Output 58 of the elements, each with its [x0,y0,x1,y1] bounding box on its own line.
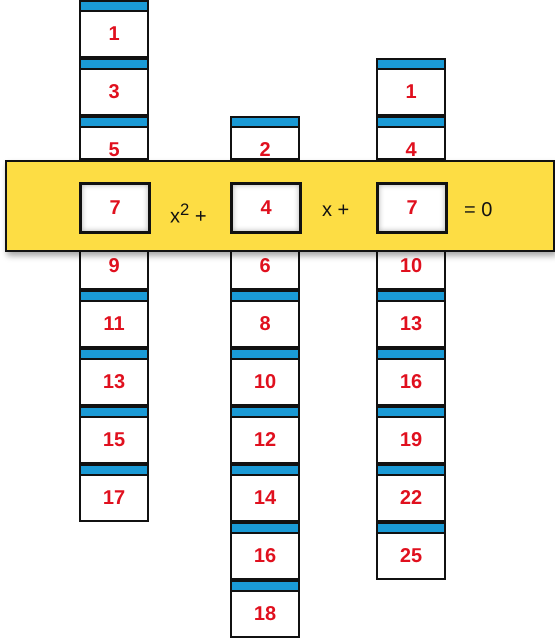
strip-cell [79,406,149,464]
strip-cell [376,522,446,580]
answer-window [79,182,151,234]
equation-text: x + [322,198,350,222]
number-label: 19 [398,428,424,452]
equation-text: x$^{2}$ + [170,199,207,229]
number-label: 7 [405,196,419,220]
strip-cell [230,348,300,406]
strip-cell [376,252,446,290]
number-label: 10 [252,370,278,394]
number-label: 4 [259,196,273,220]
number-label: 8 [258,312,272,336]
strip-cell [376,406,446,464]
number-label: 14 [252,486,278,510]
number-label: 5 [107,138,121,162]
number-label: 9 [107,254,121,278]
strip-cell [79,116,149,160]
number-label: 4 [404,138,418,162]
equation-band [5,160,555,252]
number-label: 1 [404,80,418,104]
number-label: 1 [107,22,121,46]
answer-window [230,182,302,234]
strip-cell [376,348,446,406]
number-label: 2 [258,138,272,162]
number-label: 25 [398,544,424,568]
number-label: 3 [107,80,121,104]
answer-window [376,182,448,234]
number-label: 13 [102,370,126,394]
strip-cell [79,348,149,406]
number-label: 7 [108,196,122,220]
strip-cell [230,116,300,160]
number-label: 15 [102,428,126,452]
strip-cell [376,464,446,522]
number-label: 6 [258,254,272,278]
number-label: 17 [102,486,126,510]
number-label: 10 [398,254,424,278]
strip-cell [79,290,149,348]
strip-cell [79,0,149,58]
strip-cell [230,406,300,464]
strip-cell [376,290,446,348]
number-label: 13 [398,312,424,336]
strip-cell [230,252,300,290]
strip-cell [79,58,149,116]
strip-cell [230,290,300,348]
strip-cell [79,252,149,290]
strip-cell [230,464,300,522]
strip-cell [376,58,446,116]
number-label: 18 [252,602,278,626]
strip-cell [230,522,300,580]
number-label: 16 [252,544,278,568]
number-label: 16 [398,370,424,394]
number-label: 12 [252,428,278,452]
strip-cell [79,464,149,522]
strip-cell [230,580,300,638]
equation-text: = 0 [464,198,492,222]
strip-cell [376,116,446,160]
number-label: 22 [398,486,424,510]
number-label: 11 [102,312,126,336]
